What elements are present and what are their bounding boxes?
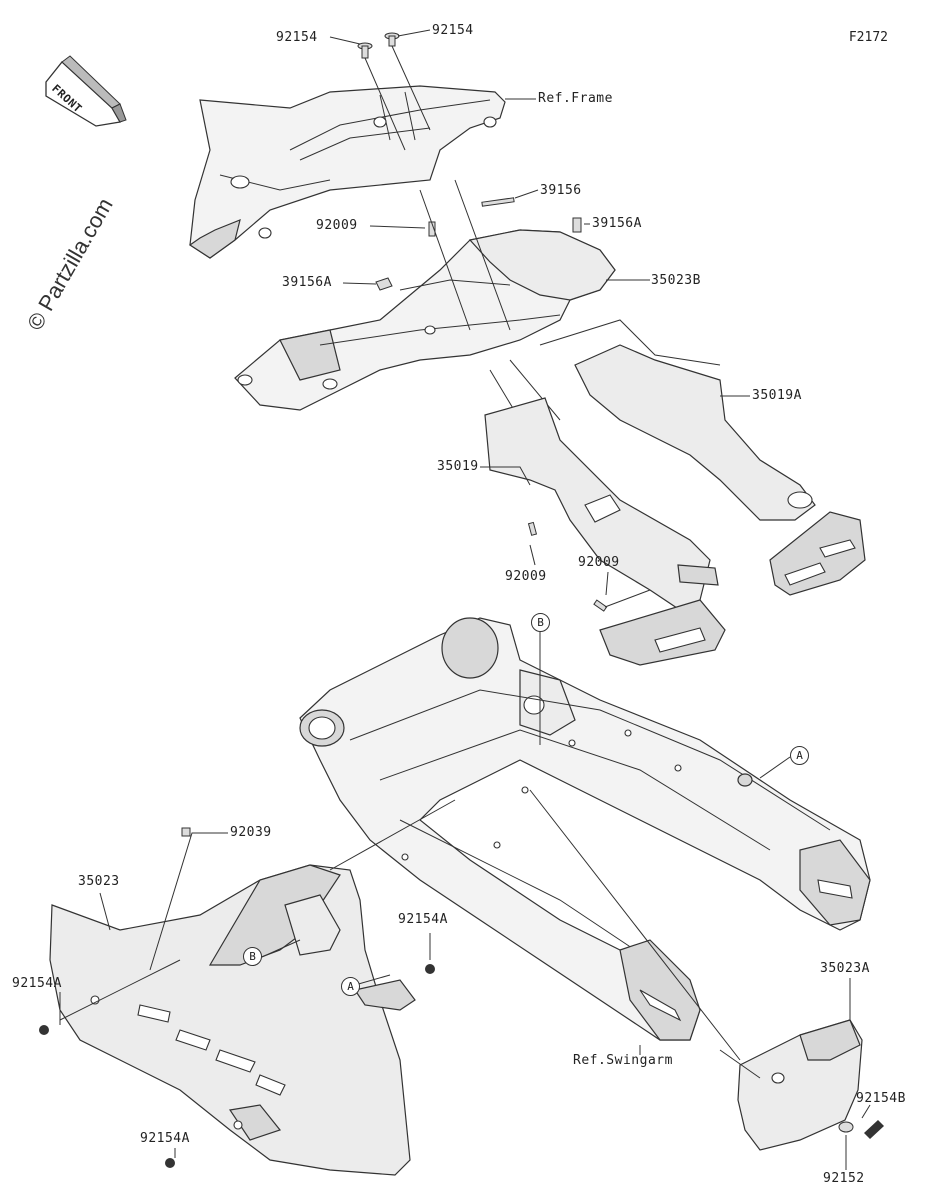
cover-35019-part <box>484 397 726 666</box>
label-35019: 35019 <box>437 459 479 474</box>
label-92009-top: 92009 <box>316 218 358 233</box>
label-92154-right: 92154 <box>432 23 474 38</box>
marker-a-right: A <box>790 746 809 765</box>
label-39156a-right: 39156A <box>592 216 642 231</box>
label-92154b: 92154B <box>856 1091 906 1106</box>
cover-35019a-part <box>574 344 866 596</box>
label-ref-frame: Ref.Frame <box>538 91 613 106</box>
label-92009-right: 92009 <box>578 555 620 570</box>
label-92009-left: 92009 <box>505 569 547 584</box>
marker-a-bottom: A <box>341 977 360 996</box>
figure-id: F2172 <box>848 30 888 45</box>
chain-guard-35023-part <box>49 864 411 1176</box>
ref-frame-part <box>188 85 506 259</box>
label-92154a-left: 92154A <box>12 976 62 991</box>
bolt-92154-icon <box>357 32 400 59</box>
label-92154a-bottom: 92154A <box>140 1131 190 1146</box>
label-92154a-center: 92154A <box>398 912 448 927</box>
cover-35023a-part <box>737 1019 863 1151</box>
label-39156a-left: 39156A <box>282 275 332 290</box>
label-35023b: 35023B <box>651 273 701 288</box>
label-92152: 92152 <box>823 1171 865 1186</box>
marker-b-bottom: B <box>243 947 262 966</box>
front-arrow-icon <box>45 55 127 127</box>
swingarm-part <box>299 617 871 1041</box>
label-35019a: 35019A <box>752 388 802 403</box>
bracket-assembly-part <box>234 229 616 411</box>
label-ref-swingarm: Ref.Swingarm <box>573 1053 673 1068</box>
label-35023: 35023 <box>78 874 120 889</box>
label-92154-left: 92154 <box>276 30 318 45</box>
bolt-small-icons <box>39 827 884 1168</box>
marker-b-top: B <box>531 613 550 632</box>
label-35023a: 35023A <box>820 961 870 976</box>
label-92039: 92039 <box>230 825 272 840</box>
label-39156: 39156 <box>540 183 582 198</box>
screw-92009-icon <box>428 221 436 237</box>
